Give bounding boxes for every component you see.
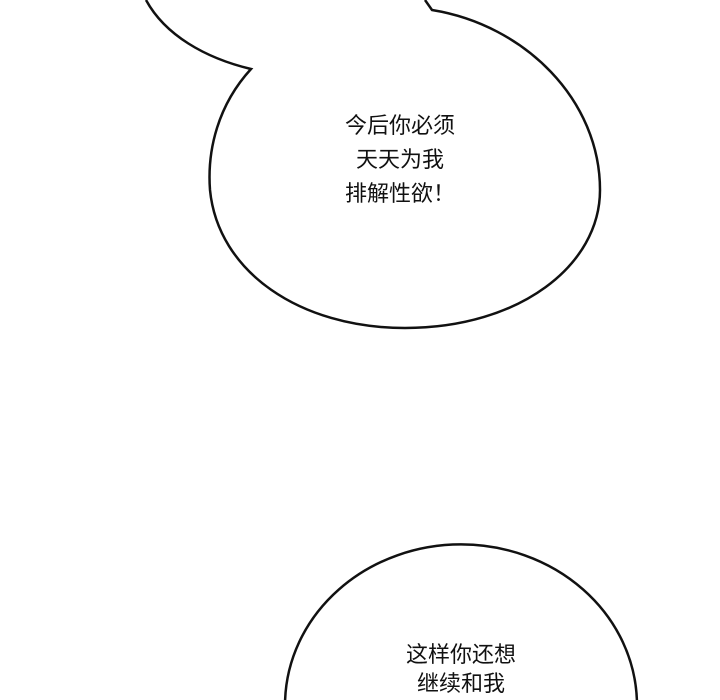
bubble-1-line: 排解性欲！ — [344, 182, 455, 207]
speech-bubble-1 — [144, 0, 602, 330]
bubble-1-text: 今后你必须 天天为我 排解性欲！ — [300, 110, 500, 212]
speech-bubble-2 — [283, 543, 639, 700]
bubble-2-text: 这样你还想 继续和我 — [361, 641, 561, 699]
bubble-1-line: 天天为我 — [355, 148, 444, 173]
bubble-1-line: 今后你必须 — [344, 114, 455, 139]
bubble-2-line: 继续和我 — [416, 672, 505, 697]
bubble-2-line: 这样你还想 — [405, 643, 516, 668]
